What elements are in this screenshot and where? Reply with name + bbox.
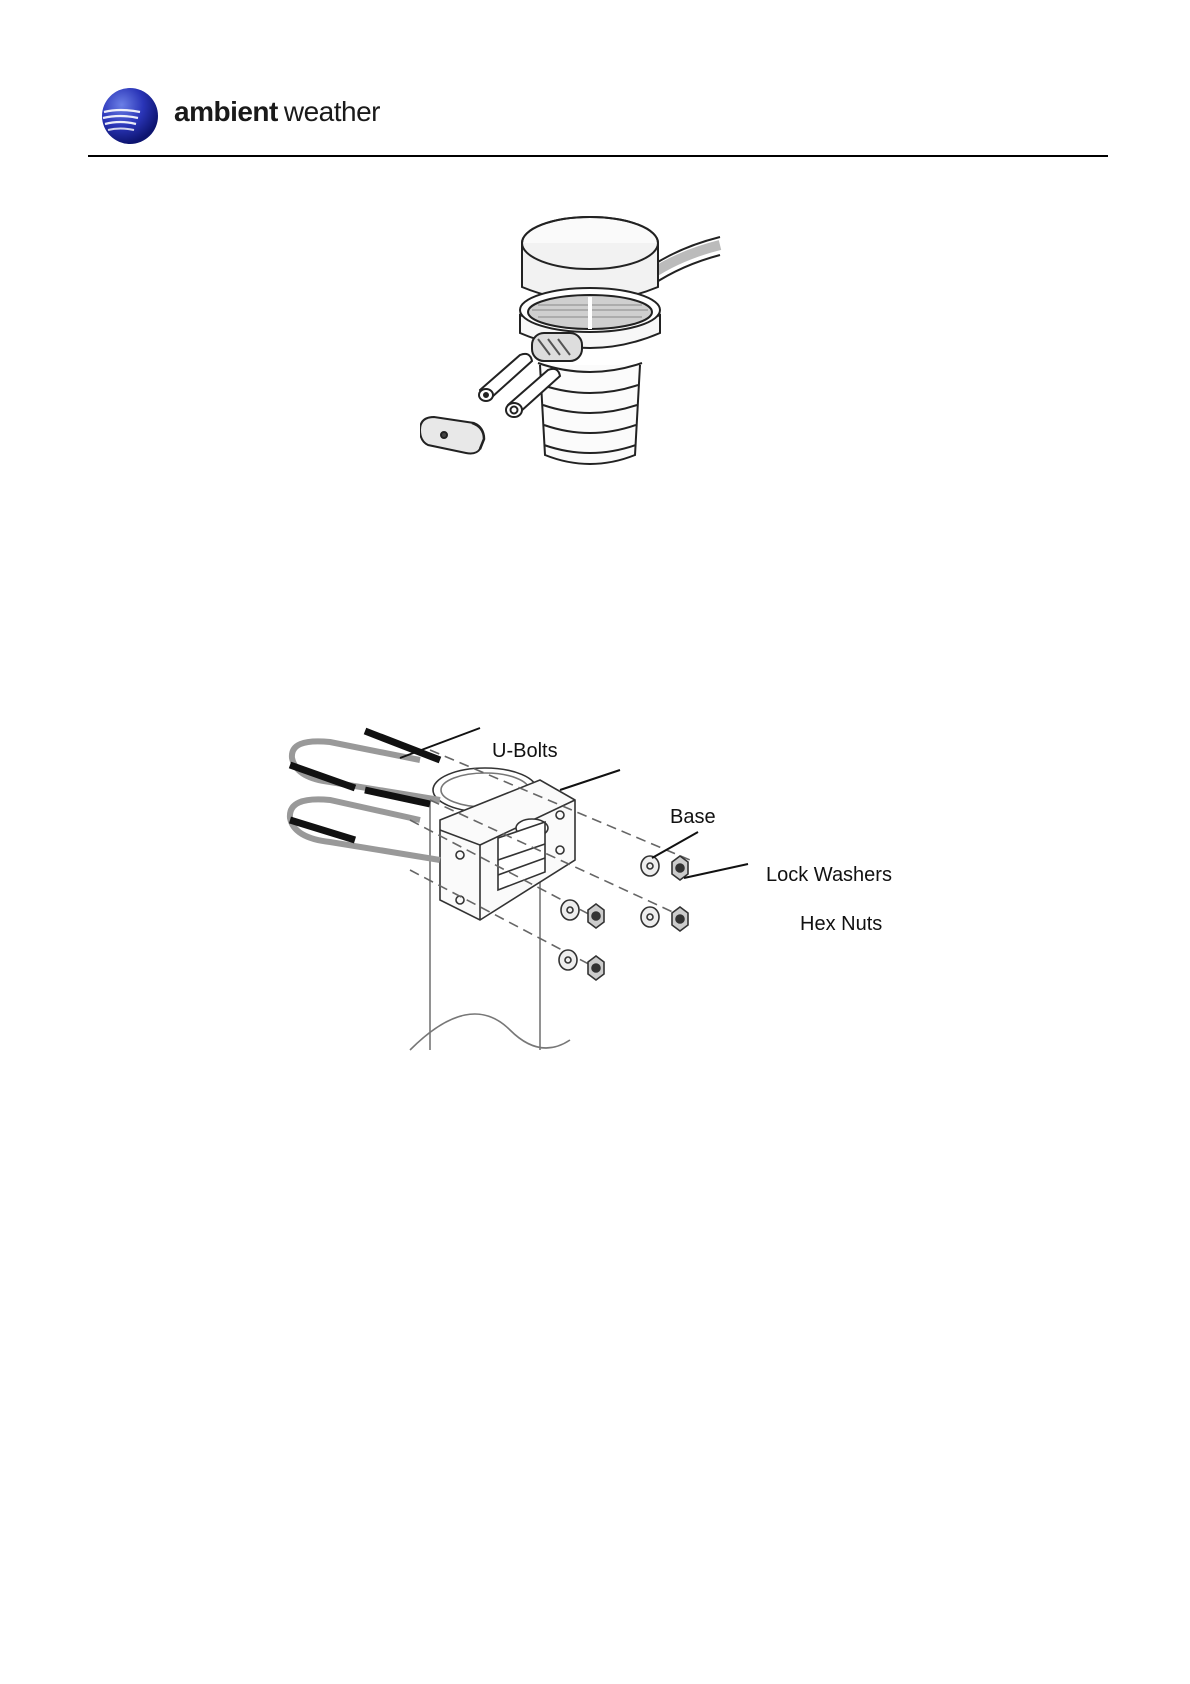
battery-door-icon [420,417,484,454]
hex-nut-icon [588,956,604,980]
hex-nut-icon [672,856,688,880]
u-bolt-upper [292,731,440,804]
lock-washer-icon [641,907,659,927]
header-divider [88,155,1108,157]
brand-name-light: weather [284,96,380,127]
label-hex-nuts: Hex Nuts [800,913,882,936]
label-u-bolts: U-Bolts [492,740,558,763]
sensor-battery-figure [420,205,790,505]
leader-lock-washers [652,832,698,858]
leader-hex-nuts [684,864,748,878]
leader-base [560,770,620,790]
brand-name-bold: ambient [174,96,278,127]
lock-washer-icon [561,900,579,920]
label-lock-washers: Lock Washers [766,864,892,887]
ambient-weather-logo-icon [100,86,160,146]
leader-u-bolts [400,728,480,758]
hex-nut-icon [672,907,688,931]
lock-washer-icon [559,950,577,970]
hex-nut-icon [588,904,604,928]
sensor-housing-icon [520,217,660,464]
lock-washer-icon [641,856,659,876]
label-base: Base [670,806,716,829]
